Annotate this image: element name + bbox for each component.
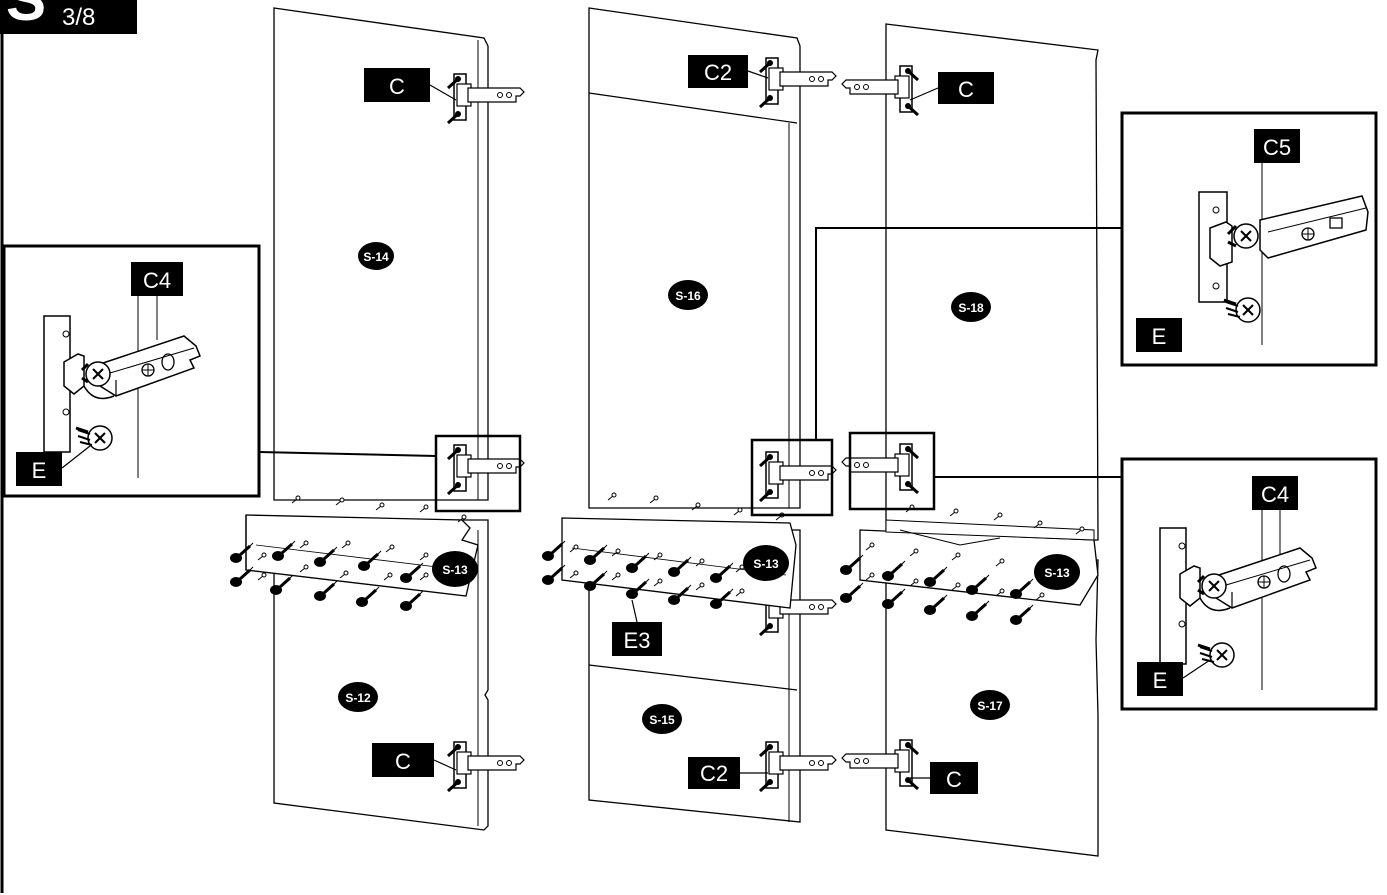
svg-text:E3: E3 xyxy=(624,628,651,653)
callout-c-left-top: C xyxy=(364,68,457,102)
callout-c-left-bottom: C xyxy=(372,743,457,777)
leader-line-middle xyxy=(815,227,1122,440)
callout-e3: E3 xyxy=(612,599,662,656)
panel-label-s14: S-14 xyxy=(363,250,389,264)
label-c5: C5 xyxy=(1263,135,1291,160)
panel-badge-s14: S-14 xyxy=(358,242,394,270)
panel-badge-s13-middle: S-13 xyxy=(743,545,789,581)
panel-label-s13-right: S-13 xyxy=(1044,566,1070,580)
callout-c-right-top: C xyxy=(909,72,994,104)
panel-label-s12: S-12 xyxy=(345,691,371,705)
panel-badge-s13-left: S-13 xyxy=(432,551,478,587)
panel-label-s13-middle: S-13 xyxy=(753,557,779,571)
rail-right xyxy=(859,519,1099,606)
highlight-box-left xyxy=(434,434,522,513)
svg-text:C2: C2 xyxy=(700,761,728,786)
label-c4-left: C4 xyxy=(143,268,171,293)
leader-line-left xyxy=(258,451,437,457)
highlight-box-middle xyxy=(750,438,834,517)
panel-badge-s17: S-17 xyxy=(970,690,1010,720)
label-c4-right: C4 xyxy=(1261,482,1289,507)
svg-text:C: C xyxy=(389,74,405,99)
panel-label-s15: S-15 xyxy=(649,713,675,727)
step-letter: S xyxy=(6,0,46,30)
label-e-top-right: E xyxy=(1152,324,1167,349)
detail-inset-top-right: C5 E xyxy=(1120,111,1378,367)
panel-badge-s12: S-12 xyxy=(338,682,378,712)
left-door xyxy=(273,7,526,831)
step-indicator: S 3/8 xyxy=(0,0,137,34)
panel-label-s16: S-16 xyxy=(675,289,701,303)
detail-inset-left: C4 E xyxy=(2,244,261,498)
svg-text:C: C xyxy=(395,749,411,774)
panel-label-s17: S-17 xyxy=(977,699,1003,713)
label-e-left: E xyxy=(32,458,47,483)
svg-text:C2: C2 xyxy=(704,60,732,85)
callout-c2-top: C2 xyxy=(688,55,769,88)
hinge-right-middle xyxy=(842,444,918,493)
step-page-count: 3/8 xyxy=(62,4,96,31)
hinge-right-bottom xyxy=(842,740,918,789)
callout-c2-bottom: C2 xyxy=(688,757,768,789)
middle-door xyxy=(588,7,838,823)
panel-badge-s16: S-16 xyxy=(668,280,708,310)
panel-badge-s15: S-15 xyxy=(642,704,682,734)
detail-inset-bottom-right: C4 E xyxy=(1120,457,1378,711)
panel-label-s13-left: S-13 xyxy=(442,563,468,577)
panel-badge-s13-right: S-13 xyxy=(1034,554,1080,590)
rail-left xyxy=(245,514,479,597)
label-e-bottom-right: E xyxy=(1153,668,1168,693)
svg-text:C: C xyxy=(958,77,974,102)
callout-c-right-bottom: C xyxy=(910,762,978,794)
highlight-box-right xyxy=(848,431,936,511)
panel-badge-s18: S-18 xyxy=(951,292,991,322)
right-door xyxy=(842,23,1099,857)
hinge-right-top xyxy=(842,66,918,115)
svg-text:C: C xyxy=(946,767,962,792)
panel-label-s18: S-18 xyxy=(958,301,984,315)
